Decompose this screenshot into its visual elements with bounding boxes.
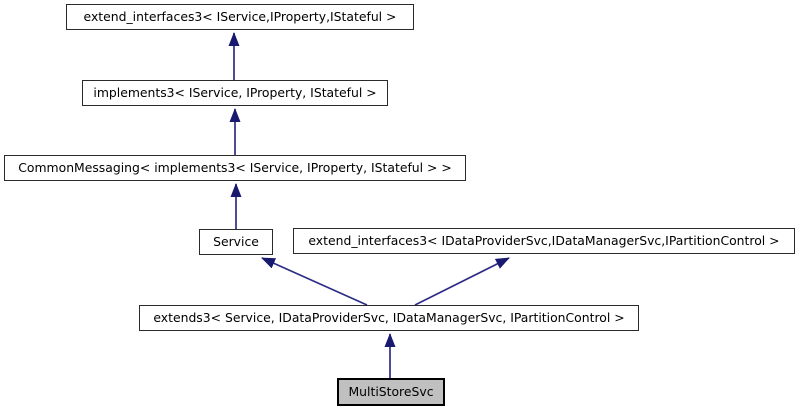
node-extend-interfaces3-idataprovidersvc[interactable]: extend_interfaces3< IDataProviderSvc,IDa… [293, 228, 795, 254]
node-commonmessaging[interactable]: CommonMessaging< implements3< IService, … [4, 155, 466, 181]
node-extends3[interactable]: extends3< Service, IDataProviderSvc, IDa… [139, 305, 639, 331]
arrow-extends3-to-service [261, 257, 368, 306]
node-extend-interfaces3-iservice[interactable]: extend_interfaces3< IService,IProperty,I… [66, 4, 414, 30]
node-implements3[interactable]: implements3< IService, IProperty, IState… [82, 80, 388, 106]
node-service[interactable]: Service [199, 229, 273, 255]
arrow-extends3-to-extend-interfaces3-data [414, 257, 510, 306]
node-multistoresvc: MultiStoreSvc [337, 378, 445, 406]
